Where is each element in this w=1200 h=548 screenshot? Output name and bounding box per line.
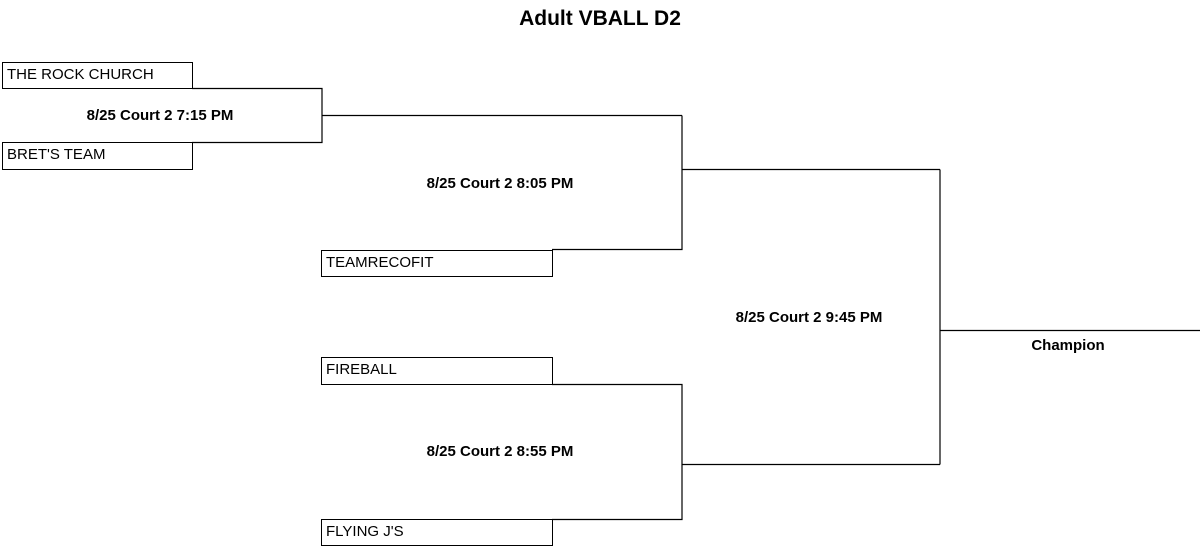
match3-connector [552, 383, 683, 521]
match2-label: 8/25 Court 2 8:05 PM [426, 175, 574, 192]
team-slot-teamrecofit: TEAMRECOFIT [321, 250, 553, 277]
match2-connector [552, 115, 683, 251]
team-slot-brets-team: BRET'S TEAM [2, 142, 193, 170]
champion-label: Champion [1031, 337, 1105, 354]
team-name: FIREBALL [326, 361, 397, 378]
team-name: THE ROCK CHURCH [7, 66, 154, 83]
final-match-label: 8/25 Court 2 9:45 PM [735, 309, 883, 326]
match1-label: 8/25 Court 2 7:15 PM [86, 107, 234, 124]
team-slot-fireball: FIREBALL [321, 357, 553, 385]
team-slot-flying-js: FLYING J'S [321, 519, 553, 546]
team-slot-rock-church: THE ROCK CHURCH [2, 62, 193, 89]
bracket-title: Adult VBALL D2 [519, 7, 681, 30]
match3-label: 8/25 Court 2 8:55 PM [426, 443, 574, 460]
team-name: BRET'S TEAM [7, 146, 106, 163]
team-name: FLYING J'S [326, 523, 404, 540]
team-name: TEAMRECOFIT [326, 254, 434, 271]
